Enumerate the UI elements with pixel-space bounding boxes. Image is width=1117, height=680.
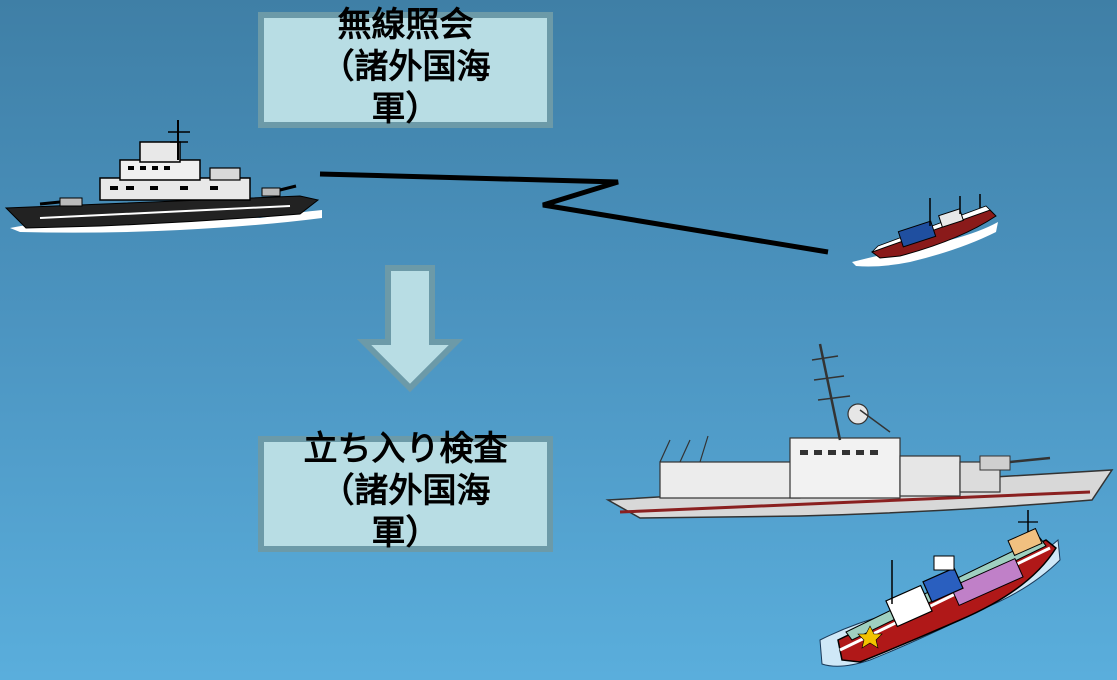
fishing-boat-icon bbox=[852, 194, 998, 267]
inspection-text: 立ち入り検査 （諸外国海 軍） bbox=[258, 428, 553, 554]
radio-signal-icon bbox=[319, 171, 829, 255]
inspection-box bbox=[258, 436, 553, 552]
radio-inquiry-line-3: 軍） bbox=[371, 89, 440, 129]
radio-inquiry-text: 無線照会 （諸外国海 軍） bbox=[258, 4, 553, 130]
cargo-ship-icon bbox=[819, 510, 1061, 667]
warship-icon bbox=[605, 343, 1114, 519]
inspection-line-2: （諸外国海 bbox=[320, 471, 491, 511]
destroyer-icon bbox=[4, 120, 322, 233]
inspection-line-3: 軍） bbox=[371, 513, 440, 553]
radio-inquiry-line-2: （諸外国海 bbox=[320, 47, 491, 87]
down-arrow-icon bbox=[356, 265, 464, 393]
radio-inquiry-line-1: 無線照会 bbox=[337, 5, 474, 45]
inspection-line-1: 立ち入り検査 bbox=[303, 429, 508, 469]
radio-inquiry-box bbox=[258, 12, 553, 128]
